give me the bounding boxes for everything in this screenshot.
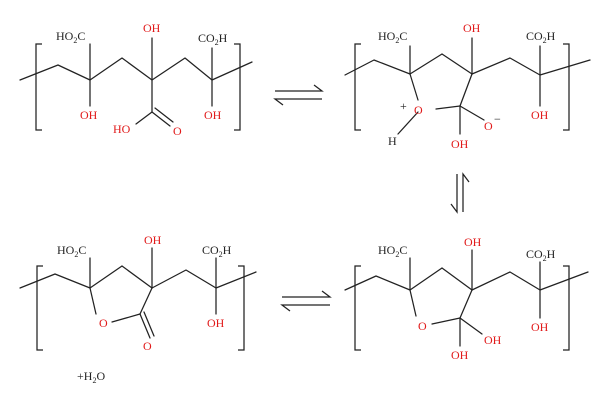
ring-bond-3 [459,73,473,107]
label-co2h-3: CO2H [202,243,232,259]
ring-bond-4 [435,105,461,110]
bond-carbonyl-2 [143,311,155,337]
equilibrium-arrow-3 [280,290,332,312]
backbone [19,273,91,289]
ring-bond-1 [409,53,443,75]
ring-bond-3 [139,287,153,315]
ring-bond-5 [89,287,97,315]
backbone [344,275,411,291]
label-oh-top: OH [464,235,482,249]
bracket-left [35,43,42,131]
equilibrium-arrow-1 [273,84,324,106]
equilibrium-arrow-2 [450,172,470,214]
structure-open-chain: HO2C OH CO2H OH OH HO O [19,21,253,138]
chain-right [471,271,589,291]
bracket-left [354,265,361,351]
backbone [344,59,411,76]
label-ho2c-2: HO2C [378,29,407,45]
label-oh-right: OH [531,108,549,122]
bracket-right [563,43,570,131]
label-oh-right: OH [204,108,222,122]
ring-bond-4 [111,313,141,323]
label-oh-center: OH [143,21,161,35]
label-ring-o: O [418,319,427,333]
ring-bond-4 [431,317,461,325]
label-carboxyl-ho: HO [113,122,131,136]
label-ho2c-1: HO2C [56,29,85,45]
label-water: +H2O [77,369,105,385]
bond-carboxyl-o-2 [154,107,174,123]
structure-zwitterion: HO2C OH CO2H + O H O − OH OH [344,21,591,151]
label-minus: − [494,112,501,126]
label-co2h-1: CO2H [198,31,228,47]
label-plus: + [400,99,407,113]
chain-right [151,269,257,289]
ring-bond-1 [89,265,123,289]
structure-ortho-acid: HO2C OH CO2H O OH OH OH [344,235,589,362]
ring-bond-5 [409,73,419,101]
label-co2h-2: CO2H [526,29,556,45]
label-oh-left: OH [80,108,98,122]
bond-carbonyl-1 [139,313,151,339]
label-co2h-4: CO2H [526,247,556,263]
label-ring-o: O [414,103,423,117]
label-oh-ring-b: OH [451,348,469,362]
chain-right [471,57,591,76]
label-oh-right: OH [531,320,549,334]
ring-bond-5 [409,289,417,317]
label-ho2c-4: HO2C [378,243,407,259]
label-h: H [388,134,397,148]
bond-carboxyl-oh [135,111,153,125]
label-o-minus: O [484,119,493,133]
bracket-right [234,43,241,131]
ring-bond-2 [441,267,473,291]
bracket-left [354,43,361,131]
bond-o-h [397,111,419,135]
label-ho2c-3: HO2C [57,243,86,259]
bond-c4-oh-a [459,317,483,335]
label-carboxyl-o: O [173,124,182,138]
bond-carboxyl-o-1 [151,111,171,127]
label-oh-bottom: OH [451,137,469,151]
label-carbonyl-o: O [143,339,152,353]
ring-bond-1 [409,267,443,291]
ring-bond-3 [459,289,473,319]
backbone [19,57,253,81]
bracket-left [36,265,43,351]
label-oh-right: OH [207,316,225,330]
label-oh-top: OH [144,233,162,247]
bracket-right [238,265,245,351]
label-oh-top: OH [463,21,481,35]
bracket-right [563,265,570,351]
bond-c4-ominus [459,105,485,121]
label-oh-ring-a: OH [484,333,502,347]
ring-bond-2 [121,265,153,289]
structure-lactone: HO2C OH CO2H O O OH +H2O [19,233,257,385]
label-ring-o: O [99,316,108,330]
ring-bond-2 [441,53,473,75]
